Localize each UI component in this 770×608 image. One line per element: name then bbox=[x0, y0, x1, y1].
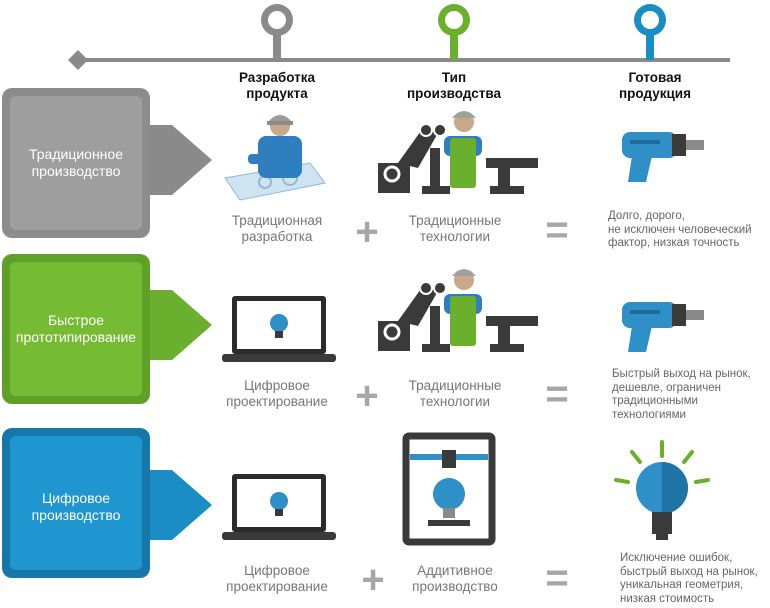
laptop-lightbulb-icon bbox=[222, 296, 336, 362]
timeline bbox=[68, 4, 730, 70]
column-header-result: Готовая продукция bbox=[619, 70, 691, 101]
laptop-lightbulb-icon bbox=[222, 474, 336, 540]
result-text-row-2: Быстрый выход на рынок, дешевле, огранич… bbox=[612, 368, 751, 421]
design-caption-row-3: Цифровое проектирование bbox=[226, 563, 328, 594]
equals-sign: = bbox=[545, 556, 569, 600]
plus-sign: + bbox=[355, 210, 379, 254]
plus-sign: + bbox=[361, 558, 385, 602]
row-box-rapid-prototyping bbox=[2, 254, 212, 404]
timeline-start-diamond bbox=[68, 50, 88, 70]
row-label-traditional: Традиционное производство bbox=[29, 146, 123, 179]
row-box-traditional bbox=[2, 88, 212, 238]
worker-machine-icon bbox=[378, 111, 538, 194]
row-label-digital: Цифровое производство bbox=[31, 490, 121, 523]
design-caption-row-1: Традиционная разработка bbox=[231, 213, 323, 244]
production-caption-row-3: Аддитивное производство bbox=[412, 563, 498, 594]
plus-sign: + bbox=[355, 374, 379, 418]
row-box-digital bbox=[2, 428, 212, 578]
timeline-marker-result bbox=[634, 4, 666, 60]
worker-machine-icon bbox=[378, 269, 538, 352]
design-caption-row-2: Цифровое проектирование bbox=[226, 378, 328, 409]
production-caption-row-1: Традиционные технологии bbox=[408, 213, 502, 244]
engineer-blueprint-icon bbox=[224, 115, 326, 201]
row-arrows bbox=[2, 88, 212, 578]
equals-sign: = bbox=[545, 208, 569, 252]
row-label-rapid-prototyping: Быстрое прототипирование bbox=[15, 312, 137, 345]
drill-icon bbox=[622, 132, 704, 182]
timeline-marker-product bbox=[261, 4, 293, 60]
timeline-marker-production bbox=[438, 4, 470, 60]
result-text-row-3: Исключение ошибок, быстрый выход на рыно… bbox=[620, 552, 758, 605]
column-header-design: Разработка продукта bbox=[238, 70, 316, 101]
drill-icon bbox=[622, 302, 704, 352]
result-text-row-1: Долго, дорого, не исключен человеческий … bbox=[608, 210, 752, 249]
lightbulb-icon bbox=[614, 440, 710, 540]
production-caption-row-2: Традиционные технологии bbox=[408, 378, 502, 409]
3d-printer-icon bbox=[402, 432, 496, 546]
column-header-production: Тип производства bbox=[407, 70, 501, 101]
equals-sign: = bbox=[545, 372, 569, 416]
